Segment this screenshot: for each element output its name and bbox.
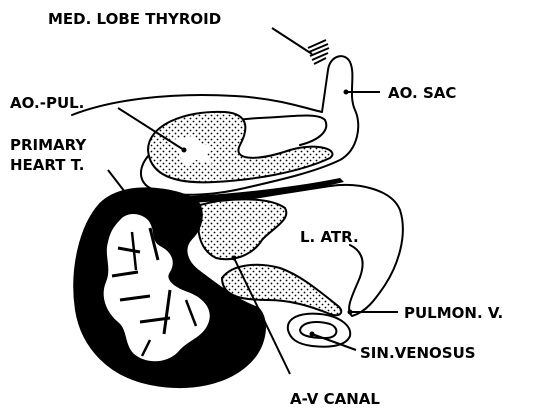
label-med-lobe-thyroid: MED. LOBE THYROID — [48, 10, 221, 28]
label-av-canal: A-V CANAL — [290, 390, 380, 408]
sinus-venosus-outline — [288, 314, 350, 347]
upper-stippled-region — [198, 199, 286, 259]
thyroid-hatching — [308, 40, 329, 64]
label-ao-pul: AO.-PUL. — [10, 94, 84, 112]
label-ao-sac: AO. SAC — [388, 84, 456, 102]
label-l-atr: L. ATR. — [300, 228, 359, 246]
label-heart-t: HEART T. — [10, 156, 84, 174]
label-sin-venosus: SIN.VENOSUS — [360, 344, 476, 362]
label-pulmon-v: PULMON. V. — [404, 304, 503, 322]
label-primary: PRIMARY — [10, 136, 87, 154]
